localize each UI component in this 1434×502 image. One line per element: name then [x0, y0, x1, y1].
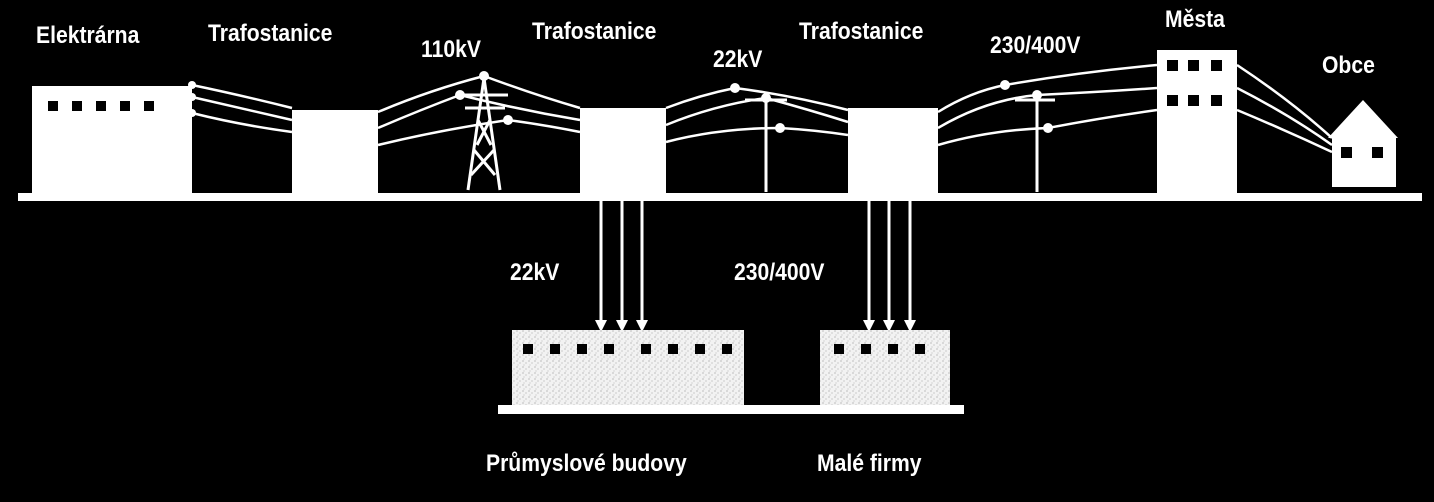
label-22kv-bottom: 22kV — [510, 259, 560, 286]
power-lines — [191, 63, 1333, 154]
label-obce: Obce — [1322, 52, 1375, 79]
power-plant-building — [32, 86, 192, 194]
lower-ground-line — [498, 405, 964, 414]
label-prumyslove-budovy: Průmyslové budovy — [486, 450, 687, 477]
label-trafostanice-1: Trafostanice — [208, 20, 333, 47]
feed-lines-small-firms — [867, 196, 912, 322]
village-house — [1328, 100, 1398, 187]
pole-230-400v — [1015, 96, 1055, 192]
label-22kv-top: 22kV — [713, 46, 763, 73]
label-230-400v-bottom: 230/400V — [734, 259, 825, 286]
city-building — [1157, 50, 1237, 194]
transmission-tower — [460, 77, 508, 191]
industrial-building — [512, 330, 744, 406]
pole-22kv — [745, 96, 787, 192]
label-trafostanice-2: Trafostanice — [532, 18, 657, 45]
transformer-station-3 — [848, 108, 938, 194]
feed-lines-industrial — [599, 196, 644, 322]
transformer-station-1 — [292, 110, 378, 194]
small-firms-building — [820, 330, 950, 406]
feed-arrows-industrial — [595, 320, 648, 332]
transformer-station-2 — [580, 108, 666, 194]
ground-line — [18, 193, 1422, 201]
label-male-firmy: Malé firmy — [817, 450, 922, 477]
insulator-dots — [188, 71, 1053, 133]
label-110kv: 110kV — [421, 36, 481, 63]
label-230-400v-top: 230/400V — [990, 32, 1081, 59]
label-elektrarna: Elektrárna — [36, 22, 140, 49]
label-trafostanice-3: Trafostanice — [799, 18, 924, 45]
label-mesta: Města — [1165, 6, 1225, 33]
feed-arrows-small-firms — [863, 320, 916, 332]
